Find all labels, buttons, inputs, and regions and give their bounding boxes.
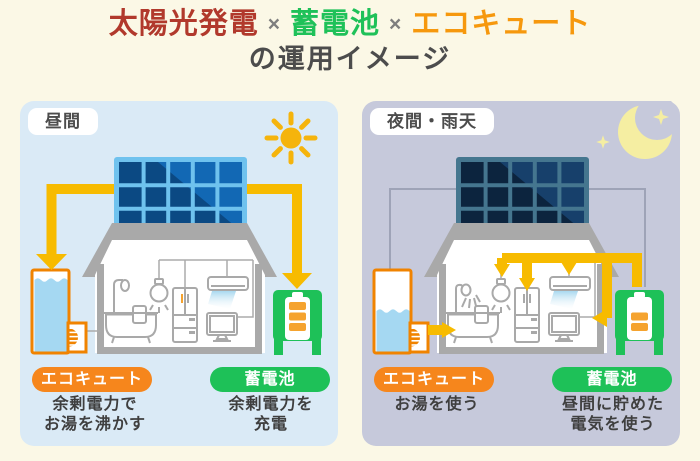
heat-pump-icon: [66, 321, 88, 354]
day-illustration: [30, 111, 322, 355]
cool-air: [208, 291, 236, 309]
battery-gauge-partial: [627, 292, 652, 340]
title-separator: ×: [267, 13, 281, 36]
bathtub-icon: [104, 279, 158, 344]
ecocute-label-pill: エコキュート: [374, 367, 494, 392]
title-line1: 太陽光発電 × 蓄電池 × エコキュート: [0, 6, 700, 43]
interior-walls: [97, 264, 262, 354]
title-line2: の運用イメージ: [248, 44, 452, 74]
arrow-to-lightbulb: [494, 264, 510, 277]
battery-caption: 余剰電力を 充電: [228, 396, 314, 433]
house-wiring: [86, 259, 254, 332]
ecocute-tank: [30, 268, 71, 355]
refrigerator-icon: [514, 287, 540, 343]
battery-label-pill: 蓄電池: [210, 367, 330, 392]
star-icon: [596, 109, 669, 149]
arrowhead-to-ecocute: [36, 254, 67, 270]
title-ecocute-label: エコキュート: [411, 8, 592, 40]
title-separator: ×: [389, 13, 403, 36]
cool-air: [550, 291, 578, 309]
ecocute-caption: お湯を使う: [394, 396, 480, 413]
towel-icon: [132, 305, 147, 324]
ecocute-tank: [372, 268, 413, 355]
shower-icon: [113, 279, 123, 312]
tv-icon: [548, 312, 580, 342]
power-line-solar-to-battery: [247, 184, 302, 274]
solar-panel: [114, 157, 247, 237]
night-panel-tag: 夜間・雨天: [370, 108, 494, 135]
moon-icon: [618, 101, 679, 159]
shower-icon: [455, 283, 465, 312]
refrigerator-icon: [172, 287, 198, 343]
arrowhead-to-battery: [282, 273, 312, 289]
shower-spray: [461, 294, 481, 309]
ecocute-label-pill: エコキュート: [32, 367, 152, 392]
battery-power-flow: [494, 253, 642, 327]
battery-unit: [273, 290, 322, 355]
night-illustration: [372, 101, 679, 355]
day-panel-tag: 昼間: [28, 108, 98, 135]
towel-icon: [474, 305, 489, 324]
hot-water-level: [34, 278, 68, 352]
arrow-to-refrigerator: [519, 278, 535, 291]
sun-icon: [264, 111, 318, 165]
title-solar-label: 太陽光発電: [108, 8, 259, 40]
air-conditioner-icon: [207, 276, 249, 309]
arrow-to-air-conditioner: [561, 262, 577, 275]
ecocute-caption: 余剰電力で お湯を沸かす: [43, 396, 146, 433]
solar-panel: [456, 157, 589, 237]
battery-gauge-full: [285, 292, 310, 340]
battery-unit: [615, 290, 664, 355]
battery-caption: 昼間に貯めた 電気を使う: [561, 396, 664, 433]
lightbulb-icon: [149, 278, 169, 313]
page-title: 太陽光発電 × 蓄電池 × エコキュート の運用イメージ: [0, 6, 700, 76]
title-battery-label: 蓄電池: [289, 8, 380, 40]
bathtub-icon: [446, 283, 500, 344]
hot-water-arrow: [428, 322, 456, 338]
night-panel: 夜間・雨天 エコキュート 蓄電池 お湯を使う 昼間に貯めた 電気を使う: [362, 101, 680, 446]
tv-icon: [206, 312, 238, 342]
day-panel: 昼間 エコキュート 蓄電池 余剰電力で お湯を沸かす 余剰電力を 充電: [20, 101, 338, 446]
heat-pump-icon: [408, 321, 430, 354]
interior-walls: [439, 264, 604, 354]
battery-label-pill: 蓄電池: [552, 367, 672, 392]
hot-water-level: [376, 309, 410, 352]
power-line-solar-to-ecocute: [46, 184, 114, 254]
lightbulb-icon: [491, 278, 511, 313]
air-conditioner-icon: [549, 276, 591, 309]
arrow-to-tv: [592, 309, 607, 327]
